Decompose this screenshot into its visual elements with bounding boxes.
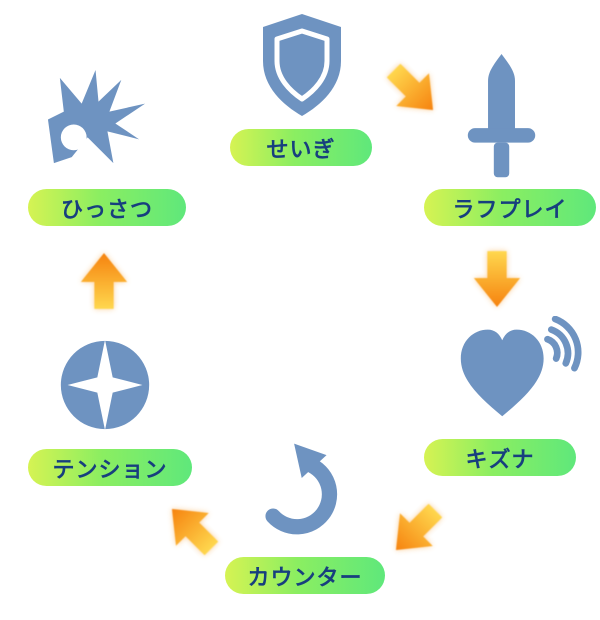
heart-signal-icon [456, 316, 586, 427]
shield-icon [252, 10, 352, 120]
label-kizuna: キズナ [424, 439, 576, 476]
arrow-tension-to-hissatsu [79, 251, 129, 309]
sparkle-circle-icon [57, 337, 153, 433]
arrow-roughplay-to-kizuna [472, 251, 522, 309]
sword-icon [456, 54, 548, 184]
label-rough-play: ラフプレイ [424, 189, 596, 226]
arrow-kizuna-to-counter [377, 493, 453, 569]
spin-arrow-icon [248, 436, 344, 541]
arrow-counter-to-tension [153, 490, 229, 566]
arrow-seigi-to-roughplay [376, 53, 452, 129]
label-tension: テンション [28, 449, 192, 486]
comet-icon [42, 66, 156, 177]
label-seigi: せいぎ [230, 129, 372, 166]
label-hissatsu: ひっさつ [28, 189, 186, 226]
label-counter: カウンター [225, 557, 385, 594]
